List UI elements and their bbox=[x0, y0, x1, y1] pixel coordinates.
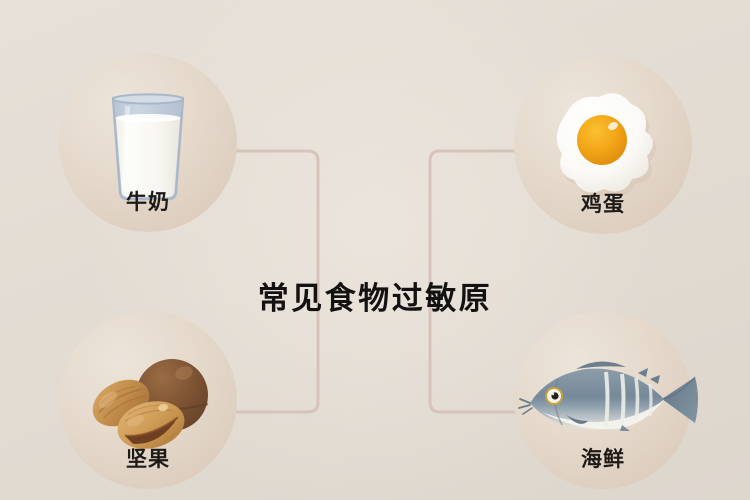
milk-glass-icon bbox=[111, 93, 185, 201]
mixed-nuts-icon bbox=[92, 359, 209, 449]
fish-icon bbox=[518, 361, 698, 431]
allergen-node-seafood[interactable]: 海鲜 bbox=[514, 311, 698, 489]
allergen-node-milk[interactable]: 牛奶 bbox=[59, 54, 237, 232]
page-title: 常见食物过敏原 bbox=[257, 281, 493, 316]
node-label-milk: 牛奶 bbox=[126, 191, 170, 214]
node-label-seafood: 海鲜 bbox=[581, 448, 625, 471]
allergen-node-egg[interactable]: 鸡蛋 bbox=[514, 56, 692, 234]
node-label-nuts: 坚果 bbox=[126, 448, 170, 471]
node-label-egg: 鸡蛋 bbox=[581, 193, 625, 216]
allergen-node-nuts[interactable]: 坚果 bbox=[59, 311, 237, 489]
fried-egg-icon bbox=[556, 93, 657, 198]
